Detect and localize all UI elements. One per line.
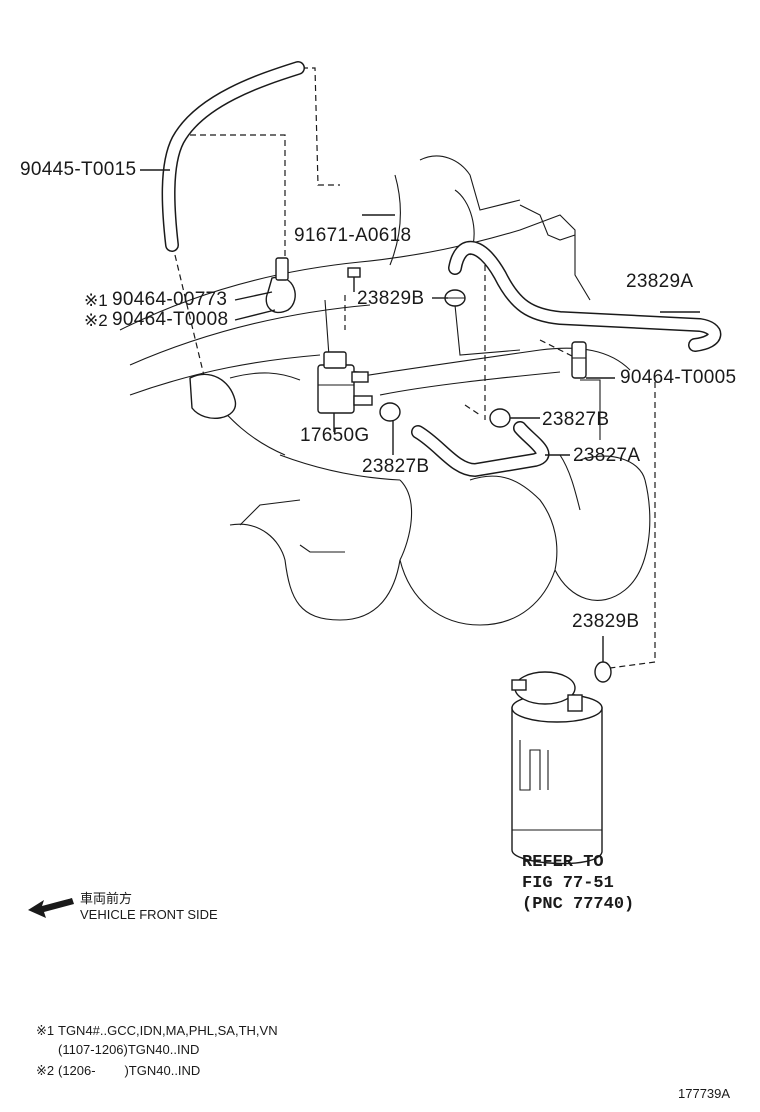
footnote-2-mark: ※2 bbox=[36, 1063, 55, 1078]
diagram-id: 177739A bbox=[678, 1086, 731, 1101]
label-23827a: 23827A bbox=[573, 445, 641, 466]
footnote-1-mark: ※1 bbox=[36, 1023, 55, 1038]
label-23829b-top: 23829B bbox=[357, 288, 425, 309]
marker-1: ※1 bbox=[84, 291, 108, 310]
label-23827b-right: 23827B bbox=[542, 409, 610, 430]
refer-line-1: REFER TO bbox=[522, 853, 604, 872]
label-90445-t0015: 90445-T0015 bbox=[20, 159, 137, 180]
label-17650g: 17650G bbox=[300, 425, 370, 446]
clamp-23827b-left bbox=[379, 402, 401, 422]
clip-90464-00773 bbox=[265, 257, 296, 314]
label-23829a: 23829A bbox=[626, 271, 694, 292]
marker-2: ※2 bbox=[84, 311, 108, 330]
vsv-valve-17650g bbox=[317, 351, 373, 414]
clamp-23829b-bottom bbox=[594, 661, 612, 683]
refer-to-note: REFER TO FIG 77-51 (PNC 77740) bbox=[522, 852, 634, 915]
hose-23827a bbox=[411, 421, 550, 477]
label-91671-a0618: 91671-A0618 bbox=[294, 225, 412, 246]
hose-90445-t0015 bbox=[161, 61, 305, 252]
clamp-23829b-top bbox=[444, 289, 466, 307]
fitting-left bbox=[189, 372, 301, 419]
direction-japanese: 車両前方 bbox=[80, 891, 133, 906]
front-arrow-icon bbox=[28, 897, 74, 918]
label-90464-00773: 90464-00773 bbox=[112, 289, 228, 310]
clamp-23827b-right bbox=[489, 408, 511, 428]
refer-line-2: FIG 77-51 bbox=[522, 874, 614, 893]
label-leader-lines bbox=[140, 169, 700, 662]
refer-line-3: (PNC 77740) bbox=[522, 895, 635, 914]
clip-90464-t0005 bbox=[571, 341, 587, 379]
footnote-1-text: TGN4#..GCC,IDN,MA,PHL,SA,TH,VN bbox=[58, 1023, 278, 1038]
label-23827b-left: 23827B bbox=[362, 456, 430, 477]
label-23829b-bottom: 23829B bbox=[572, 611, 640, 632]
footnote-1-sub: (1107-1206)TGN40..IND bbox=[58, 1042, 200, 1057]
footnote-2-text: (1206- )TGN40..IND bbox=[58, 1063, 201, 1078]
engine-outline bbox=[119, 155, 651, 626]
label-90464-t0008: 90464-T0008 bbox=[112, 309, 229, 330]
label-90464-t0005: 90464-T0005 bbox=[620, 367, 737, 388]
hose-23829a bbox=[448, 240, 722, 352]
direction-english: VEHICLE FRONT SIDE bbox=[80, 907, 218, 922]
charcoal-canister bbox=[511, 671, 603, 865]
bolt-91671-a0618 bbox=[347, 267, 361, 292]
dashed-leaders bbox=[174, 67, 656, 669]
